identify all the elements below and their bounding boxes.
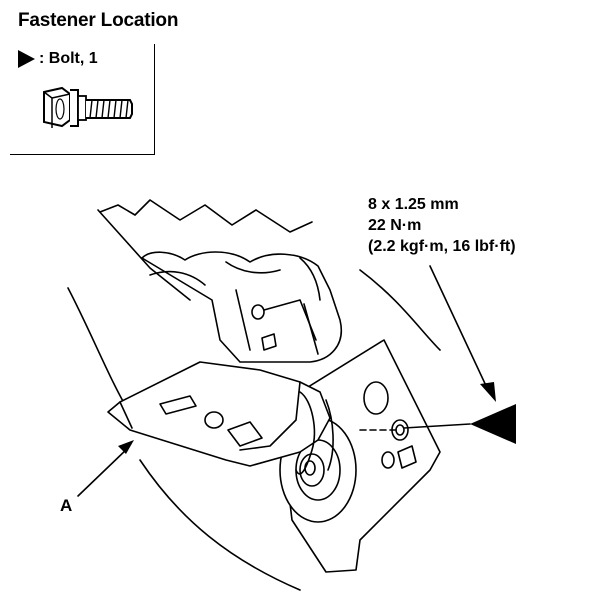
callout-a-label: A [60, 496, 73, 515]
bolt-icon [43, 86, 133, 128]
body-lower-curve [139, 459, 301, 591]
bolt-marker-triangle [470, 404, 516, 444]
slot-upper [261, 333, 277, 351]
body-outline-curve [67, 287, 129, 411]
roller-hub [299, 453, 325, 487]
spec-leader-line [429, 265, 489, 391]
bolt-hole-upper [251, 304, 265, 320]
page-title: Fastener Location [18, 10, 179, 31]
fastener-legend: : Bolt, 1 [10, 44, 155, 155]
upper-right-curve [359, 269, 441, 351]
bracket-slot [397, 445, 417, 469]
top-edge [99, 199, 257, 226]
callout-a-arrowhead [118, 440, 134, 454]
bracket-hole-large [363, 381, 389, 415]
legend-label: : Bolt, 1 [39, 50, 98, 67]
spec-torque-imperial: (2.2 kgf·m, 16 lbf·ft) [368, 238, 516, 255]
spec-torque-nm: 22 N·m [368, 217, 422, 234]
spec-arrowhead [480, 382, 496, 402]
torque-spec: 8 x 1.25 mm 22 N·m (2.2 kgf·m, 16 lbf·ft… [368, 194, 516, 257]
legend-row-bolt: : Bolt, 1 [18, 50, 98, 68]
tray-hole [204, 411, 224, 429]
callout-a-line [77, 447, 129, 497]
leader-upper [263, 299, 317, 341]
leader-bolt-hole [403, 423, 471, 429]
body-outline-left [97, 209, 191, 301]
tray-slot [159, 395, 197, 415]
top-right-edge [255, 209, 313, 233]
triangle-marker-icon [18, 50, 35, 68]
mounting-plate [141, 251, 343, 363]
spec-size: 8 x 1.25 mm [368, 196, 459, 213]
